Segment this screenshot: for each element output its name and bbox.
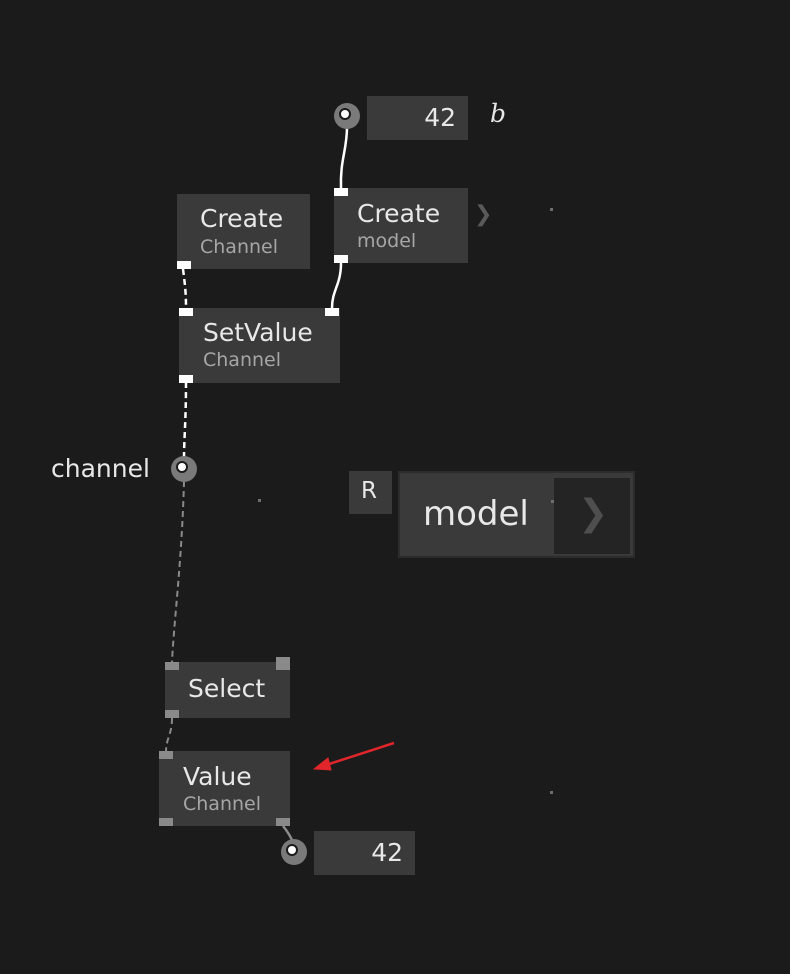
wire-channel-to-select xyxy=(171,480,185,663)
node-create-channel[interactable]: Create Channel xyxy=(177,194,310,269)
node-value-channel[interactable]: Value Channel xyxy=(159,751,290,826)
node-setvalue-channel-subtitle: Channel xyxy=(203,349,282,371)
node-select-title: Select xyxy=(188,674,266,703)
model-pad[interactable]: model ❯ xyxy=(398,471,635,558)
node-setvalue-channel-title: SetValue xyxy=(203,318,313,347)
canvas-dot xyxy=(258,499,261,502)
model-pad-expand-button[interactable]: ❯ xyxy=(554,478,630,554)
canvas-dot xyxy=(551,500,554,503)
setvalue-value-input-pin[interactable] xyxy=(325,308,339,316)
node-select[interactable]: Select xyxy=(165,662,290,718)
value-channel-value-out-pin[interactable] xyxy=(276,818,290,826)
wire-setvalue-to-channel xyxy=(182,381,188,459)
channel-pad-pin[interactable] xyxy=(171,456,197,482)
canvas-dot xyxy=(550,791,553,794)
model-pad-receive-badge[interactable]: R xyxy=(349,471,392,514)
node-create-channel-title: Create xyxy=(200,204,284,233)
create-model-expand-chevron-icon[interactable]: ❯ xyxy=(474,202,493,227)
node-create-model[interactable]: Create model xyxy=(334,188,468,263)
wire-create-channel-to-setvalue xyxy=(181,268,188,309)
iobox-bottom-value[interactable]: 42 xyxy=(314,831,415,875)
model-pad-label: model xyxy=(423,494,529,534)
node-create-channel-subtitle: Channel xyxy=(200,236,279,258)
value-channel-input-pin[interactable] xyxy=(159,751,173,759)
iobox-top-label: b xyxy=(490,99,507,128)
setvalue-output-pin[interactable] xyxy=(179,375,193,383)
create-model-input-pin[interactable] xyxy=(334,188,348,196)
setvalue-channel-input-pin[interactable] xyxy=(179,308,193,316)
value-channel-channel-out-pin[interactable] xyxy=(159,818,173,826)
node-value-channel-subtitle: Channel xyxy=(183,793,262,815)
node-value-channel-title: Value xyxy=(183,762,252,791)
wire-value-to-create-model xyxy=(339,126,349,189)
node-setvalue-channel[interactable]: SetValue Channel xyxy=(179,308,340,383)
create-model-output-pin[interactable] xyxy=(334,255,348,263)
model-pad-badge-text: R xyxy=(361,478,377,504)
wire-create-model-to-setvalue xyxy=(330,262,343,309)
canvas-dot xyxy=(550,208,553,211)
channel-pad-label: channel xyxy=(51,454,150,483)
create-channel-output-pin[interactable] xyxy=(177,261,191,269)
iobox-top-output-pin[interactable] xyxy=(334,103,360,129)
select-output-pin[interactable] xyxy=(165,710,179,718)
wire-select-to-value xyxy=(165,717,173,753)
iobox-top-value[interactable]: 42 xyxy=(367,96,468,140)
node-create-model-title: Create xyxy=(357,199,441,228)
iobox-bottom-input-pin[interactable] xyxy=(281,839,307,865)
node-create-model-subtitle: model xyxy=(357,230,417,252)
select-input-pin[interactable] xyxy=(165,662,179,670)
model-pad-chevron-icon: ❯ xyxy=(578,493,609,534)
annotation-arrow xyxy=(312,741,395,771)
select-condition-pin[interactable] xyxy=(276,657,290,670)
